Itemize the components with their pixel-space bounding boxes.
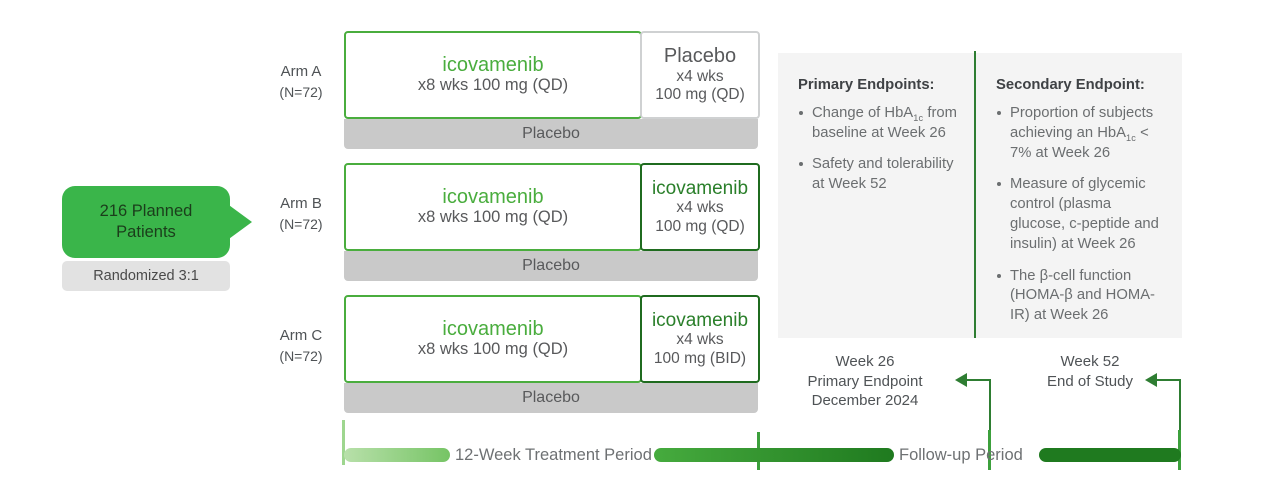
planned-patients-line1: 216 Planned <box>99 201 193 220</box>
arm-a-n: (N=72) <box>279 83 323 100</box>
primary-endpoints-title: Primary Endpoints: <box>798 77 935 93</box>
arm-b-tail-drug: icovamenib <box>651 177 749 199</box>
arm-a-treatment-strip: icovamenib x8 wks 100 mg (QD) Placebo x4… <box>344 31 760 119</box>
arm-c-tail-dose-1: x4 wks <box>676 331 724 349</box>
arm-c-name: Arm C <box>279 327 323 344</box>
arm-label-c: Arm C (N=72) <box>262 326 340 366</box>
timeline-followup-label: Follow-up Period <box>899 446 1023 464</box>
secondary-endpoints-list: Proportion of subjects achieving an HbA1… <box>996 104 1168 327</box>
arm-a-main-drug: icovamenib <box>442 53 544 76</box>
arm-c-tail-treatment: icovamenib x4 wks 100 mg (BID) <box>640 295 760 383</box>
arm-b-main-drug: icovamenib <box>442 185 544 208</box>
primary-endpoint-item-1: Change of HbA1c from baseline at Week 26 <box>798 104 958 144</box>
arm-c-tail-dose-2: 100 mg (BID) <box>653 349 747 367</box>
arm-a-name: Arm A <box>280 63 322 80</box>
arm-a-main-treatment: icovamenib x8 wks 100 mg (QD) <box>344 31 642 119</box>
arm-row-b: icovamenib x8 wks 100 mg (QD) icovamenib… <box>344 163 760 281</box>
endpoints-divider <box>974 51 976 338</box>
arm-row-a: icovamenib x8 wks 100 mg (QD) Placebo x4… <box>344 31 760 149</box>
primary-endpoints-list: Change of HbA1c from baseline at Week 26… <box>798 104 958 196</box>
primary-endpoint-item-2: Safety and tolerability at Week 52 <box>798 155 958 195</box>
arm-b-n: (N=72) <box>279 215 323 232</box>
secondary-endpoints-title: Secondary Endpoint: <box>996 77 1145 93</box>
milestone-week52-label: End of Study <box>1047 372 1133 390</box>
arm-b-tail-dose-2: 100 mg (QD) <box>655 217 745 235</box>
arm-c-treatment-strip: icovamenib x8 wks 100 mg (QD) icovamenib… <box>344 295 760 383</box>
arm-b-tail-dose-1: x4 wks <box>676 199 724 217</box>
timeline-bar-followup-left <box>654 448 894 462</box>
arm-c-placebo-band: Placebo <box>344 383 758 413</box>
secondary-endpoints-column: Secondary Endpoint: Proportion of subjec… <box>996 77 1168 338</box>
planned-patients-box: 216 Planned Patients <box>62 186 230 258</box>
timeline-treatment-label: 12-Week Treatment Period <box>455 446 652 464</box>
week52-connector-arrow-icon <box>1145 373 1185 461</box>
arm-c-n: (N=72) <box>279 347 323 364</box>
milestone-week52-week: Week 52 <box>1060 353 1120 370</box>
arm-b-main-treatment: icovamenib x8 wks 100 mg (QD) <box>344 163 642 251</box>
enrollment-callout: 216 Planned Patients <box>62 186 258 258</box>
arm-label-a: Arm A (N=72) <box>262 62 340 102</box>
secondary-endpoint-item-2: Measure of glycemic control (plasma gluc… <box>996 175 1168 255</box>
milestone-week26-label: Primary Endpoint <box>807 372 923 390</box>
milestone-week26-date: December 2024 <box>811 392 919 409</box>
randomization-ratio-box: Randomized 3:1 <box>62 261 230 291</box>
arm-b-tail-treatment: icovamenib x4 wks 100 mg (QD) <box>640 163 760 251</box>
arm-label-b: Arm B (N=72) <box>262 194 340 234</box>
arm-row-c: icovamenib x8 wks 100 mg (QD) icovamenib… <box>344 295 760 413</box>
secondary-endpoint-item-3: The β-cell function (HOMA-β and HOMA-IR)… <box>996 267 1168 327</box>
primary-endpoints-column: Primary Endpoints: Change of HbA1c from … <box>798 77 958 207</box>
arm-a-main-dose: x8 wks 100 mg (QD) <box>417 76 569 95</box>
milestone-week52: Week 52 End of Study <box>995 352 1185 391</box>
arm-a-tail-dose-2: 100 mg (QD) <box>655 86 745 104</box>
planned-patients-line2: Patients <box>116 223 176 241</box>
milestone-week26-week: Week 26 <box>835 353 895 370</box>
callout-arrow-icon <box>222 200 252 244</box>
timeline-bar-treatment-left <box>344 448 450 462</box>
timeline-bar-followup-right <box>1039 448 1181 462</box>
arm-a-tail-drug: Placebo <box>663 45 737 68</box>
timeline-tick-start <box>342 420 345 465</box>
arm-c-main-treatment: icovamenib x8 wks 100 mg (QD) <box>344 295 642 383</box>
arm-b-name: Arm B <box>280 195 322 212</box>
secondary-endpoint-item-1: Proportion of subjects achieving an HbA1… <box>996 104 1168 164</box>
arm-b-treatment-strip: icovamenib x8 wks 100 mg (QD) icovamenib… <box>344 163 760 251</box>
timeline-tick-week26 <box>988 430 991 470</box>
week26-connector-arrow-icon <box>955 373 995 461</box>
arm-a-placebo-band: Placebo <box>344 119 758 149</box>
arm-a-tail-dose-1: x4 wks <box>676 67 724 85</box>
endpoints-panel: Primary Endpoints: Change of HbA1c from … <box>778 51 1182 338</box>
arm-b-main-dose: x8 wks 100 mg (QD) <box>417 208 569 227</box>
milestone-week26: Week 26 Primary Endpoint December 2024 <box>770 352 960 411</box>
arm-c-main-drug: icovamenib <box>442 317 544 340</box>
arm-a-tail-treatment: Placebo x4 wks 100 mg (QD) <box>640 31 760 119</box>
arm-c-main-dose: x8 wks 100 mg (QD) <box>417 340 569 359</box>
arm-c-tail-drug: icovamenib <box>651 309 749 331</box>
arm-b-placebo-band: Placebo <box>344 251 758 281</box>
